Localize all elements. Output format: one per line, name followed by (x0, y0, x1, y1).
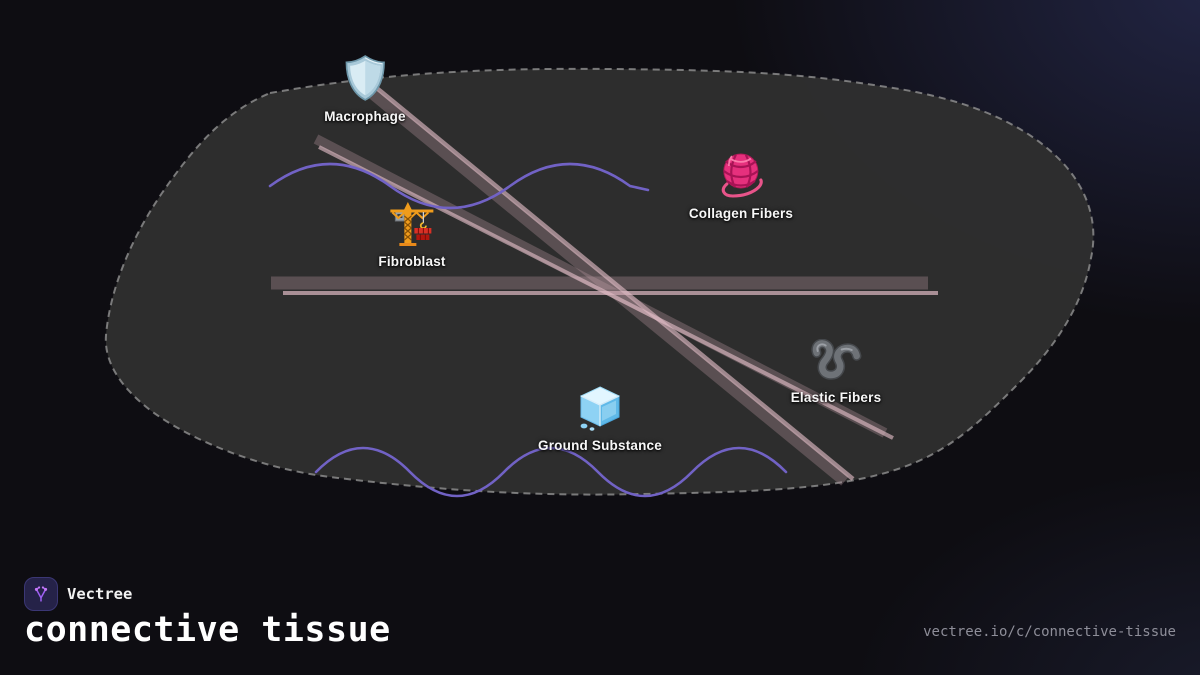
ice-cube-icon (579, 386, 621, 431)
node-label: Macrophage (324, 109, 406, 124)
collagen-fiber-bundles (271, 83, 938, 486)
node-label: Ground Substance (538, 438, 662, 453)
vectree-logo-icon (34, 586, 48, 602)
node-label: Elastic Fibers (790, 390, 882, 405)
brand-row: Vectree (24, 577, 132, 611)
membrane-blob (104, 67, 1095, 496)
page-title: connective tissue (24, 610, 391, 650)
node-macrophage[interactable]: Macrophage (324, 54, 406, 124)
node-label: Fibroblast (378, 254, 446, 269)
crane-icon (389, 202, 433, 246)
shield-icon (345, 55, 385, 101)
vectree-logo[interactable] (24, 577, 58, 611)
node-elastic-fibers[interactable]: Elastic Fibers (791, 339, 882, 405)
node-fibroblast[interactable]: Fibroblast (378, 199, 445, 269)
brand-name: Vectree (67, 585, 133, 603)
yarn-icon (721, 153, 763, 198)
elastic-fiber-waves (268, 162, 788, 498)
node-collagen-fibers[interactable]: Collagen Fibers (689, 149, 793, 221)
node-label: Collagen Fibers (688, 206, 794, 221)
curly-loop-icon (811, 339, 862, 380)
node-ground-substance[interactable]: Ground Substance (538, 385, 662, 453)
page-url[interactable]: vectree.io/c/connective-tissue (923, 624, 1176, 640)
